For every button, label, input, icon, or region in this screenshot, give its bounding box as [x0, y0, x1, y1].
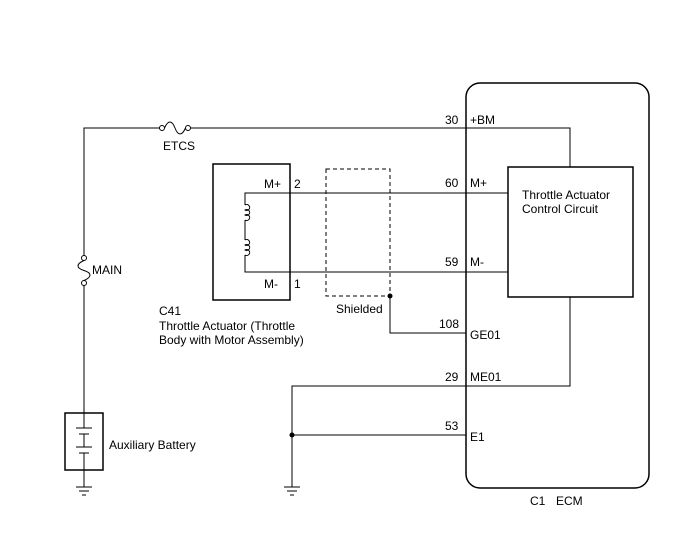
ge01-wire [389, 296, 466, 334]
battery-ground-icon [76, 486, 92, 496]
bm-wire [190, 127, 571, 167]
pin-me01-number: 29 [445, 370, 459, 384]
pin-bm-name: +BM [470, 113, 495, 127]
etcs-fuse-icon [159, 121, 191, 135]
actuator-pin-mminus-name: M- [264, 277, 278, 291]
pin-ge01-name: GE01 [470, 328, 501, 342]
actuator-pin-mplus-number: 2 [294, 177, 301, 191]
pin-mplus-name: M+ [470, 176, 487, 190]
ecm-ground-icon [284, 486, 300, 496]
ecm-connector-label: C1 [530, 494, 546, 508]
shield-label: Shielded [336, 302, 383, 316]
actuator-name-line2: Body with Motor Assembly) [159, 333, 304, 347]
ecm-name-label: ECM [556, 494, 583, 508]
ground-junction [289, 432, 295, 438]
control-circuit-label-line1: Throttle Actuator [522, 188, 610, 202]
pin-mminus-number: 59 [445, 255, 459, 269]
pin-me01-name: ME01 [470, 370, 502, 384]
main-fuse-icon [77, 255, 91, 286]
pin-mminus-name: M- [470, 255, 484, 269]
main-fuse-label: MAIN [92, 263, 122, 277]
motor-coil-icon [244, 192, 290, 273]
pin-e1-number: 53 [445, 419, 459, 433]
actuator-box [212, 163, 291, 301]
pin-bm-number: 30 [445, 113, 459, 127]
pin-mplus-number: 60 [445, 176, 459, 190]
control-circuit-label-line2: Control Circuit [522, 202, 599, 216]
control-circuit-box [507, 166, 634, 298]
actuator-name-line1: Throttle Actuator (Throttle [159, 319, 295, 333]
actuator-connector-label: C41 [159, 304, 181, 318]
actuator-pin-mminus-number: 1 [294, 277, 301, 291]
battery-icon [76, 413, 92, 487]
battery-label: Auxiliary Battery [109, 438, 196, 452]
etcs-fuse-label: ETCS [163, 139, 195, 153]
power-wire-upper [83, 127, 160, 256]
actuator-pin-mplus-name: M+ [264, 177, 281, 191]
me01-wire [291, 297, 571, 487]
shield-box [325, 168, 391, 297]
pin-ge01-number: 108 [439, 317, 459, 331]
ecm-box [465, 82, 650, 489]
pin-e1-name: E1 [470, 430, 485, 444]
